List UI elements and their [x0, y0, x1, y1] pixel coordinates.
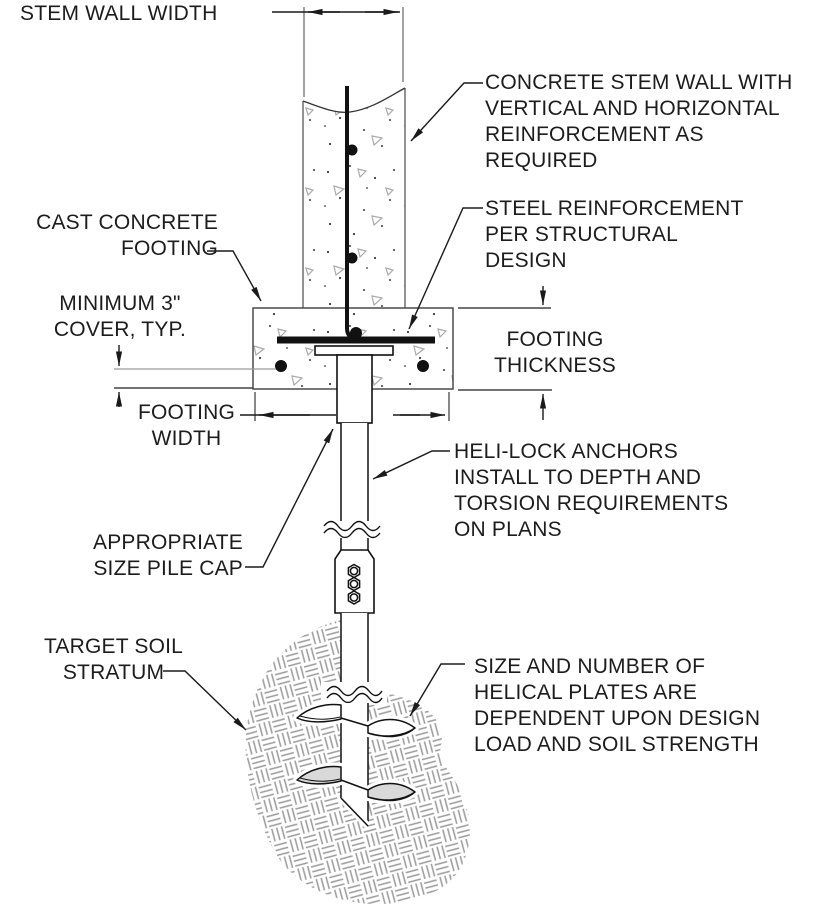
label-heli-lock-anchors: HELI-LOCK ANCHORS INSTALL TO DEPTH AND T… [454, 440, 729, 541]
coupler-bolts [347, 563, 361, 605]
footing-rebar-dot [275, 360, 287, 372]
leader-concrete-stem-wall [410, 82, 483, 142]
footing-thickness-dimension [458, 286, 552, 420]
leader-cast-concrete-footing [207, 250, 262, 302]
stem-wall-width-dimension [272, 7, 404, 97]
label-cast-concrete-footing: CAST CONCRETE FOOTING [36, 211, 218, 260]
leader-pile-cap [245, 428, 334, 568]
label-minimum-cover: MINIMUM 3" COVER, TYP. [53, 292, 187, 341]
shaft-break-symbol [323, 520, 381, 539]
anchor-shaft [321, 423, 387, 829]
helix-fold [340, 779, 369, 791]
leader-target-soil [163, 670, 247, 731]
stem-wall [302, 87, 406, 308]
label-stem-wall-width: STEM WALL WIDTH [20, 2, 218, 25]
label-target-soil: TARGET SOIL STRATUM [43, 635, 184, 684]
wall-break-line [302, 87, 406, 113]
label-pile-cap: APPROPRIATE SIZE PILE CAP [92, 531, 243, 580]
minimum-cover-dimension [114, 345, 276, 407]
leader-helical-plates [409, 663, 465, 717]
steel-reinforcement-bars [275, 86, 435, 372]
label-footing-width: FOOTING WIDTH [137, 401, 236, 450]
label-footing-thickness: FOOTING THICKNESS [494, 328, 616, 377]
leader-steel-reinforcement [408, 207, 483, 330]
footing-rebar-dot [417, 360, 429, 372]
pile-cap-sleeve [336, 354, 373, 424]
leader-heli-lock [372, 450, 450, 480]
label-helical-plates: SIZE AND NUMBER OF HELICAL PLATES ARE DE… [474, 655, 761, 756]
label-concrete-stem-wall: CONCRETE STEM WALL WITH VERTICAL AND HOR… [485, 71, 793, 172]
horizontal-rebar-dot [346, 144, 358, 156]
shaft-break-symbol [326, 685, 383, 704]
label-steel-reinforcement: STEEL REINFORCEMENT PER STRUCTURAL DESIG… [485, 197, 744, 272]
pile-cap-assembly [314, 345, 394, 424]
shaft-coupler [334, 549, 375, 614]
rebar-hook-dot [350, 327, 362, 339]
leader-lines [163, 82, 483, 731]
footing-width-dimension [240, 392, 450, 421]
helical-plates [293, 700, 419, 804]
pile-cap-plate [314, 345, 394, 356]
helix-fold [340, 717, 369, 727]
horizontal-rebar-dot [346, 252, 358, 264]
